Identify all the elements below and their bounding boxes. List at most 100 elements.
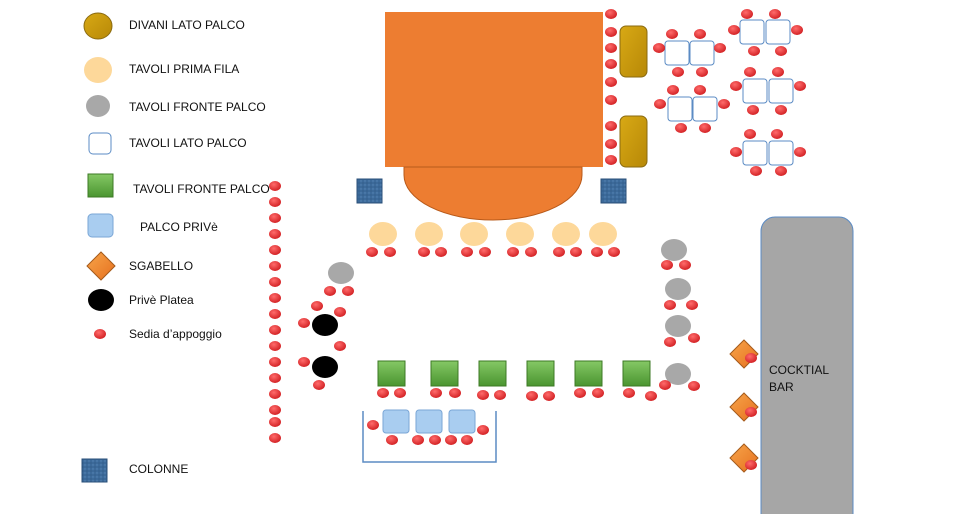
support-chair [775,105,787,115]
support-chair [744,129,756,139]
legend-label-palco-prive: PALCO PRIVè [140,220,218,234]
support-chair [269,417,281,427]
support-chair [477,425,489,435]
support-chair [429,435,441,445]
support-chair [479,247,491,257]
support-chair [791,25,803,35]
support-chair [745,353,757,363]
support-chair [794,147,806,157]
cocktail-bar-label-line1: COCKTIAL [769,363,830,377]
table-lato-palco [664,40,690,66]
support-chair [775,166,787,176]
support-chair [605,155,617,165]
legend [81,12,116,483]
support-chair [745,407,757,417]
tables-fronte-palco-grey [328,239,691,385]
table-palco-prive [448,409,476,434]
table-prima-fila [589,222,617,246]
legend-label-fronte-palco-green: TAVOLI FRONTE PALCO [133,182,270,196]
support-chair [269,373,281,383]
support-chair [298,357,310,367]
legend-green-table-icon [87,173,114,198]
column [600,178,627,204]
support-chair [667,85,679,95]
support-chair [324,286,336,296]
support-chair [269,293,281,303]
support-chair [334,307,346,317]
stool [729,392,759,422]
support-chair [592,388,604,398]
legend-lato-palco-icon [88,132,112,155]
support-chair [718,99,730,109]
support-chair [461,247,473,257]
support-chair [772,67,784,77]
support-chair [430,388,442,398]
table-prima-fila [552,222,580,246]
support-chair [605,9,617,19]
support-chair [605,59,617,69]
support-chair [526,391,538,401]
legend-label-prima-fila: TAVOLI PRIMA FILA [129,62,240,76]
column [356,178,383,204]
palco-prive-area [362,409,497,463]
support-chair [269,277,281,287]
table-fronte-palco-grey [665,278,691,300]
table-prima-fila [506,222,534,246]
table-fronte-palco-green [622,360,651,387]
palco-prive-enclosure [362,411,497,463]
support-chair [686,300,698,310]
support-chair [605,139,617,149]
table-lato-palco [768,78,794,104]
table-lato-palco [765,19,791,45]
cocktail-bar-label-line2: BAR [769,380,794,394]
columns [356,178,627,204]
support-chair [311,301,323,311]
table-prima-fila [460,222,488,246]
table-fronte-palco-grey [665,315,691,337]
table-fronte-palco-grey [661,239,687,261]
support-chair [794,81,806,91]
support-chair [269,197,281,207]
legend-grey-table-icon [86,95,110,117]
support-chair [741,9,753,19]
table-lato-palco [692,96,718,122]
support-chair [694,85,706,95]
table-fronte-palco-green [377,360,406,387]
legend-label-divani: DIVANI LATO PALCO [129,18,245,32]
support-chair [269,261,281,271]
prive-platea-tables [312,314,338,378]
support-chair [694,29,706,39]
table-prive-platea [312,314,338,336]
support-chair [553,247,565,257]
support-chair [269,389,281,399]
support-chair [449,388,461,398]
support-chair [461,435,473,445]
support-chair [664,337,676,347]
support-chair [366,247,378,257]
support-chair [377,388,389,398]
support-chair [654,99,666,109]
legend-label-lato-palco: TAVOLI LATO PALCO [129,136,247,150]
table-lato-palco [689,40,715,66]
stage [385,12,603,221]
legend-label-sgabello: SGABELLO [129,259,194,273]
table-prima-fila [369,222,397,246]
legend-label-sedia: Sedia d’appoggio [129,327,222,341]
table-palco-prive [415,409,443,434]
support-chair [769,9,781,19]
support-chair [418,247,430,257]
support-chair [342,286,354,296]
support-chair [384,247,396,257]
legend-palco-prive-icon [87,213,114,238]
support-chair [748,46,760,56]
support-chair [269,341,281,351]
support-chairs [269,9,806,470]
support-chair [269,357,281,367]
support-chair [688,333,700,343]
legend-sofa-icon [83,12,113,40]
table-lato-palco [768,140,794,166]
support-chair [679,260,691,270]
support-chair [507,247,519,257]
support-chair [747,105,759,115]
